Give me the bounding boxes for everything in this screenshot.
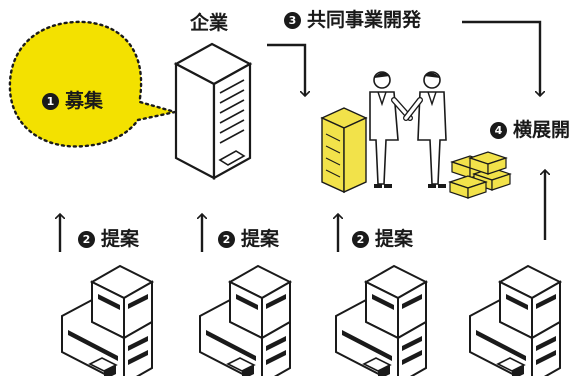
step-number-badge: 3 [284,12,301,29]
office-tower-icon [173,42,253,180]
small-building-icon [199,265,291,380]
elbow-arrow-icon [462,20,540,96]
small-building-icon [469,265,561,380]
small-building-icon [335,265,427,380]
business-handshake-icon [320,71,511,199]
step-number-badge: 2 [218,231,235,248]
small-building-icon [61,265,153,380]
company-label: 企業 [190,12,229,34]
elbow-arrow-icon [267,43,305,96]
recruit-bubble [8,20,176,148]
step-number-badge: 4 [490,122,507,139]
step-number-badge: 2 [352,231,369,248]
step-number-badge: 1 [42,93,59,110]
step-number-badge: 2 [78,231,95,248]
